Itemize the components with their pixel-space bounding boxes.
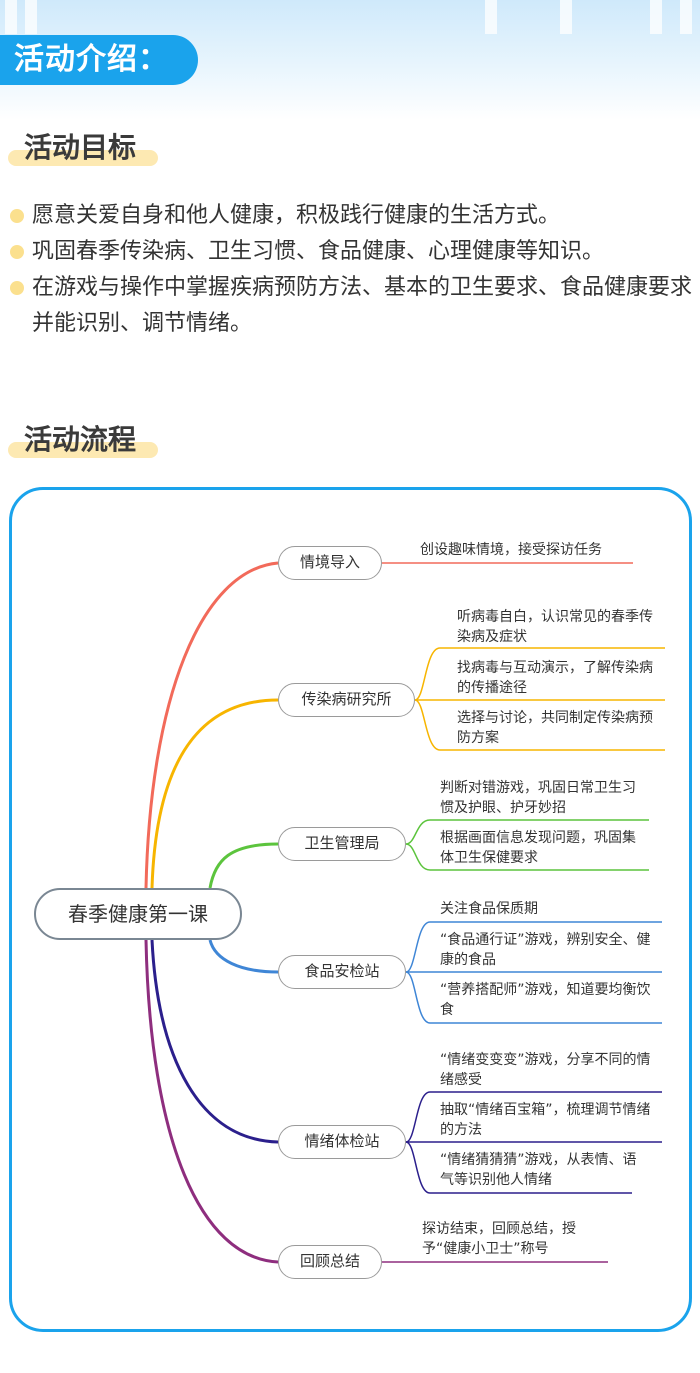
leaf-text: 关注食品保质期 — [440, 901, 538, 917]
decor-stripe — [25, 0, 37, 34]
flow-title: 活动流程 — [24, 423, 137, 456]
branch-node: 回顾总结 — [278, 1245, 382, 1279]
leaf-connector — [414, 699, 665, 751]
goal-text: 愿意关爱自身和他人健康，积极践行健康的生活方式。 — [32, 203, 561, 228]
goal-text: 巩固春季传染病、卫生习惯、食品健康、心理健康等知识。 — [32, 239, 605, 264]
leaf-connector — [405, 843, 649, 871]
leaf-text: 选择与讨论，共同制定传染病预防方案 — [457, 710, 653, 746]
goals-list: 愿意关爱自身和他人健康，积极践行健康的生活方式。 巩固春季传染病、卫生习惯、食品… — [10, 198, 695, 342]
decor-stripe — [5, 0, 17, 34]
connector-branch-1 — [144, 561, 279, 889]
leaf-text: “情绪变变变”游戏，分享不同的情绪感受 — [440, 1052, 651, 1088]
connector-branch-2 — [150, 698, 279, 889]
leaf-connector — [414, 647, 665, 701]
leaf-text: “食品通行证”游戏，辨别安全、健康的食品 — [440, 932, 651, 968]
leaf-connector — [405, 1141, 632, 1194]
connector-branch-6 — [144, 939, 279, 1264]
leaf-text: 根据画面信息发现问题，巩固集体卫生保健要求 — [440, 830, 636, 866]
leaf-connector — [405, 1091, 662, 1143]
connector-branch-4 — [208, 939, 279, 974]
branch-node: 情境导入 — [278, 546, 382, 580]
connector-branch-3 — [208, 842, 279, 889]
leaf-connector — [405, 921, 662, 973]
leaf-text: 找病毒与互动演示，了解传染病的传播途径 — [457, 660, 653, 696]
leaf-text: “营养搭配师”游戏，知道要均衡饮食 — [440, 982, 651, 1018]
branch-node: 卫生管理局 — [278, 827, 406, 861]
decor-stripe — [650, 0, 662, 34]
decor-stripe — [680, 0, 692, 34]
branch-node: 传染病研究所 — [278, 683, 415, 717]
goals-heading: 活动目标 — [8, 128, 158, 168]
decor-stripe — [485, 0, 497, 34]
leaf-text: “情绪猜猜猜”游戏，从表情、语气等识别他人情绪 — [440, 1152, 637, 1188]
bullet-dot — [10, 281, 24, 295]
goal-item: 在游戏与操作中掌握疾病预防方法、基本的卫生要求、食品健康要求并能识别、调节情绪。 — [10, 270, 695, 342]
intro-title: 活动介绍： — [14, 42, 169, 77]
goal-item: 巩固春季传染病、卫生习惯、食品健康、心理健康等知识。 — [10, 234, 695, 270]
bullet-dot — [10, 209, 24, 223]
mindmap-root: 春季健康第一课 — [34, 888, 242, 940]
bullet-dot — [10, 245, 24, 259]
branch-node: 情绪体检站 — [278, 1125, 406, 1159]
leaf-connector — [405, 971, 662, 1024]
leaf-text: 听病毒自白，认识常见的春季传染病及症状 — [457, 609, 653, 645]
flow-heading: 活动流程 — [8, 420, 158, 460]
leaf-text: 判断对错游戏，巩固日常卫生习惯及护眼、护牙妙招 — [440, 780, 636, 816]
intro-title-pill: 活动介绍： — [0, 35, 198, 85]
branch-node: 食品安检站 — [278, 955, 406, 989]
leaf-text: 抽取“情绪百宝箱”，梳理调节情绪的方法 — [440, 1102, 651, 1138]
goals-title: 活动目标 — [24, 131, 137, 164]
leaf-connector — [405, 819, 649, 845]
leaf-text: 探访结束，回顾总结，授予“健康小卫士”称号 — [422, 1221, 576, 1257]
goal-text: 在游戏与操作中掌握疾病预防方法、基本的卫生要求、食品健康要求并能识别、调节情绪。 — [32, 275, 693, 336]
decor-stripe — [560, 0, 572, 34]
leaf-text: 创设趣味情境，接受探访任务 — [420, 542, 602, 558]
goal-item: 愿意关爱自身和他人健康，积极践行健康的生活方式。 — [10, 198, 695, 234]
connector-branch-5 — [150, 939, 279, 1144]
